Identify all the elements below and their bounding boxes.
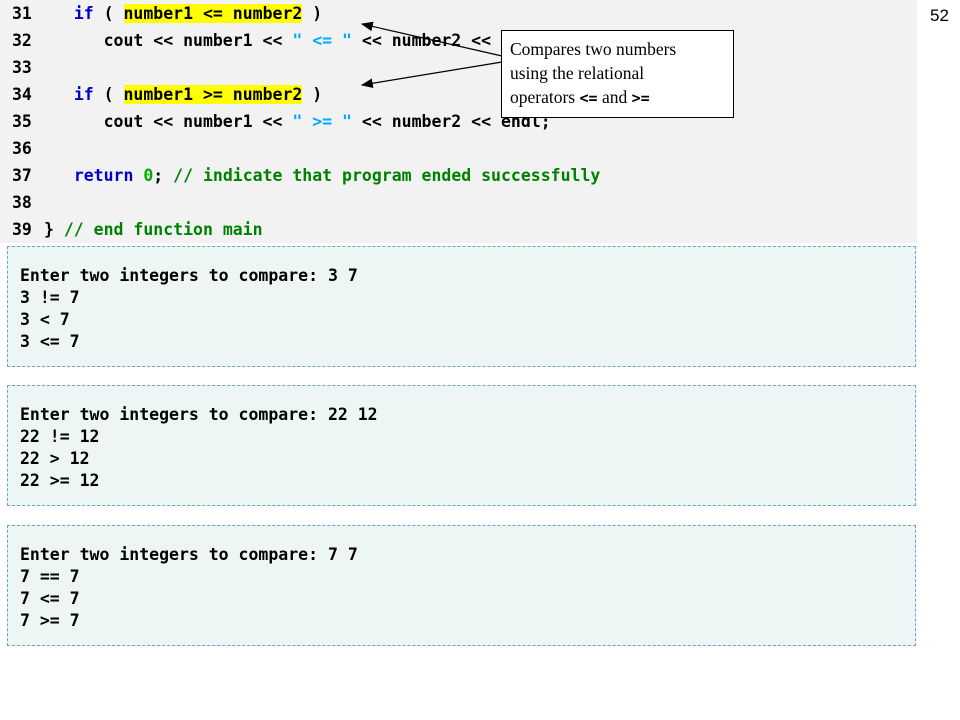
callout-line-2: using the relational xyxy=(510,63,645,83)
callout-line-3: operators <= and >= xyxy=(510,87,650,107)
operator-ge: >= xyxy=(631,89,650,107)
code-text: return 0; // indicate that program ended… xyxy=(44,162,601,189)
line-number: 39 xyxy=(12,220,32,239)
code-token: cout << number1 << xyxy=(44,112,293,131)
line-number: 32 xyxy=(12,31,32,50)
line-number: 36 xyxy=(12,139,32,158)
callout-line-1: Compares two numbers xyxy=(510,39,677,59)
code-line: 31 if ( number1 <= number2 ) xyxy=(0,0,917,27)
line-number: 38 xyxy=(12,193,32,212)
code-token: ; xyxy=(153,166,174,185)
code-token: cout << number1 << xyxy=(44,31,293,50)
arrow-to-line-34 xyxy=(360,61,503,88)
code-token: // indicate that program ended successfu… xyxy=(173,166,601,185)
code-token: ( xyxy=(93,85,124,104)
annotation-callout: Compares two numbers using the relationa… xyxy=(501,30,734,118)
output-line: 22 != 12 xyxy=(20,427,100,446)
output-panel-1: Enter two integers to compare: 3 7 3 != 7… xyxy=(7,246,916,367)
code-line: 37 return 0; // indicate that program en… xyxy=(0,162,917,189)
output-line: 7 >= 7 xyxy=(20,611,80,630)
code-token: ( xyxy=(93,4,124,23)
code-token: if xyxy=(73,4,94,23)
output-line: Enter two integers to compare: 3 7 xyxy=(20,266,358,285)
code-line: 36 xyxy=(0,135,917,162)
output-line: 7 == 7 xyxy=(20,567,80,586)
output-line: 7 <= 7 xyxy=(20,589,80,608)
line-number: 34 xyxy=(12,85,32,104)
code-token: 0 xyxy=(143,166,154,185)
output-panel-3: Enter two integers to compare: 7 7 7 == 7… xyxy=(7,525,916,646)
code-text: } // end function main xyxy=(44,216,263,243)
output-line: 22 > 12 xyxy=(20,449,90,468)
code-token: // end function main xyxy=(63,220,263,239)
output-line: 22 >= 12 xyxy=(20,471,100,490)
line-number: 37 xyxy=(12,166,32,185)
code-token: " >= " xyxy=(292,112,352,131)
code-token: } xyxy=(44,220,64,239)
code-token: return xyxy=(73,166,134,185)
code-token: number1 >= number2 xyxy=(123,85,303,104)
output-line: 3 <= 7 xyxy=(20,332,80,351)
output-line: 3 != 7 xyxy=(20,288,80,307)
slide-number: 52 xyxy=(930,6,949,25)
code-line: 38 xyxy=(0,189,917,216)
code-text: if ( number1 >= number2 ) xyxy=(44,81,322,108)
code-token: if xyxy=(73,85,94,104)
arrow-to-line-31 xyxy=(360,21,503,57)
code-line: 32 cout << number1 << " <= " << number2 … xyxy=(0,27,917,54)
line-number: 31 xyxy=(12,4,32,23)
code-line: 39} // end function main xyxy=(0,216,917,243)
output-line: 3 < 7 xyxy=(20,310,70,329)
output-line: Enter two integers to compare: 22 12 xyxy=(20,405,378,424)
code-line: 33 xyxy=(0,54,917,81)
output-line: Enter two integers to compare: 7 7 xyxy=(20,545,358,564)
code-text: cout << number1 << " <= " << number2 << … xyxy=(44,27,551,54)
code-text: if ( number1 <= number2 ) xyxy=(44,0,322,27)
line-number: 35 xyxy=(12,112,32,131)
output-panel-2: Enter two integers to compare: 22 12 22 !… xyxy=(7,385,916,506)
code-line: 34 if ( number1 >= number2 ) xyxy=(0,81,917,108)
operator-le: <= xyxy=(579,89,598,107)
code-token: number1 <= number2 xyxy=(123,4,303,23)
code-listing: 31 if ( number1 <= number2 )32 cout << n… xyxy=(0,0,917,243)
code-token: ) xyxy=(302,4,323,23)
code-token: " <= " xyxy=(292,31,352,50)
code-token: ) xyxy=(302,85,323,104)
line-number: 33 xyxy=(12,58,32,77)
